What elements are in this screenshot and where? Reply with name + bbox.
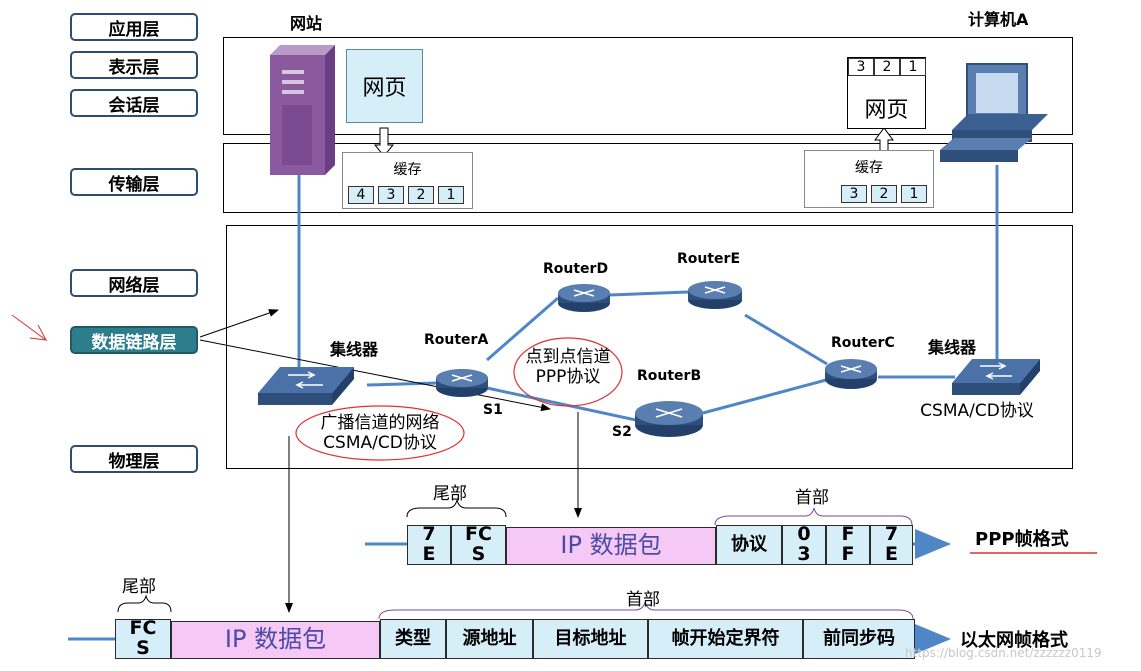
router-c-icon xyxy=(824,358,878,390)
ppp-cell-control: 0 3 xyxy=(782,524,826,565)
layer-datalink: 数据链路层 xyxy=(70,326,198,354)
broadcast-annotation: 广播信道的网络 CSMA/CD协议 xyxy=(320,413,440,453)
computer-cache: 缓存 3 2 1 xyxy=(804,150,934,208)
router-e-icon xyxy=(687,280,743,310)
website-segment: 3 xyxy=(378,186,404,204)
eth-cell-source: 源地址 xyxy=(446,619,533,659)
eth-format-label: 以太网帧格式 xyxy=(960,630,1068,651)
computer-cache-label: 缓存 xyxy=(855,160,883,176)
website-cache-label: 缓存 xyxy=(393,162,422,178)
ppp-cell-fcs: FC S xyxy=(451,524,506,565)
ppp-head-label: 首部 xyxy=(795,488,829,508)
hub-right-icon xyxy=(952,357,1040,397)
hub-right-label: 集线器 xyxy=(928,338,977,357)
ppp-cell-flag-head: 7 E xyxy=(870,524,913,565)
computer-icon xyxy=(940,62,1050,167)
layer-transport: 传输层 xyxy=(70,168,198,196)
website-segment: 4 xyxy=(348,186,374,204)
p2p-annotation: 点到点信道 PPP协议 xyxy=(525,347,611,387)
eth-cell-ip: IP 数据包 xyxy=(171,621,380,659)
computer-top-segment: 2 xyxy=(874,58,900,76)
ppp-cell-ip: IP 数据包 xyxy=(506,527,716,565)
ppp-cell-address: F F xyxy=(826,524,870,565)
watermark: https://blog.csdn.net/zzzzzz0119 xyxy=(905,646,1102,660)
layer-network: 网络层 xyxy=(70,269,198,297)
router-b-label: RouterB xyxy=(637,368,702,384)
router-a-label: RouterA xyxy=(424,332,489,348)
eth-cell-destination: 目标地址 xyxy=(533,619,648,659)
website-segment: 2 xyxy=(408,186,434,204)
computer-top-segment: 1 xyxy=(900,58,926,76)
computer-page: 网页 xyxy=(864,98,909,123)
ppp-cell-flag-tail: 7 E xyxy=(407,524,451,565)
s1-label: S1 xyxy=(483,402,503,418)
website-cache: 缓存 4 3 2 1 xyxy=(342,152,473,209)
computer-segment: 2 xyxy=(871,185,897,203)
router-e-label: RouterE xyxy=(677,251,741,267)
layer-session: 会话层 xyxy=(70,89,198,117)
hub-left-label: 集线器 xyxy=(330,340,379,359)
layer-physical: 物理层 xyxy=(70,445,198,473)
eth-cell-fcs: FC S xyxy=(115,618,171,659)
computer-segment: 1 xyxy=(901,185,927,203)
hub-left-icon xyxy=(258,365,354,407)
website-title: 网站 xyxy=(290,14,323,33)
ppp-tail-label: 尾部 xyxy=(433,484,467,504)
computer-title: 计算机A xyxy=(968,10,1029,29)
server-icon xyxy=(270,45,335,175)
s2-label: S2 xyxy=(612,424,632,440)
website-page: 网页 xyxy=(346,49,423,123)
eth-cell-sfd: 帧开始定界符 xyxy=(648,619,803,659)
red-pointer-mark xyxy=(11,314,48,341)
router-d-icon xyxy=(557,283,611,313)
eth-tail-label: 尾部 xyxy=(122,577,156,597)
eth-cell-preamble: 前同步码 xyxy=(803,619,915,659)
ppp-cell-protocol: 协议 xyxy=(716,525,782,565)
router-b-icon xyxy=(634,400,704,438)
website-segment: 1 xyxy=(438,186,464,204)
eth-cell-type: 类型 xyxy=(380,619,446,659)
router-c-label: RouterC xyxy=(831,335,895,351)
layer-presentation: 表示层 xyxy=(70,51,198,79)
layer-application: 应用层 xyxy=(70,13,198,41)
csma-right-annotation: CSMA/CD协议 xyxy=(920,401,1034,421)
eth-head-label: 首部 xyxy=(626,590,660,610)
computer-top-segment: 3 xyxy=(848,58,874,76)
router-d-label: RouterD xyxy=(543,261,609,277)
ppp-format-label: PPP帧格式 xyxy=(975,529,1069,550)
computer-page-box: 3 2 1 网页 xyxy=(847,57,926,129)
router-a-icon xyxy=(435,368,489,398)
computer-segment: 3 xyxy=(841,185,867,203)
